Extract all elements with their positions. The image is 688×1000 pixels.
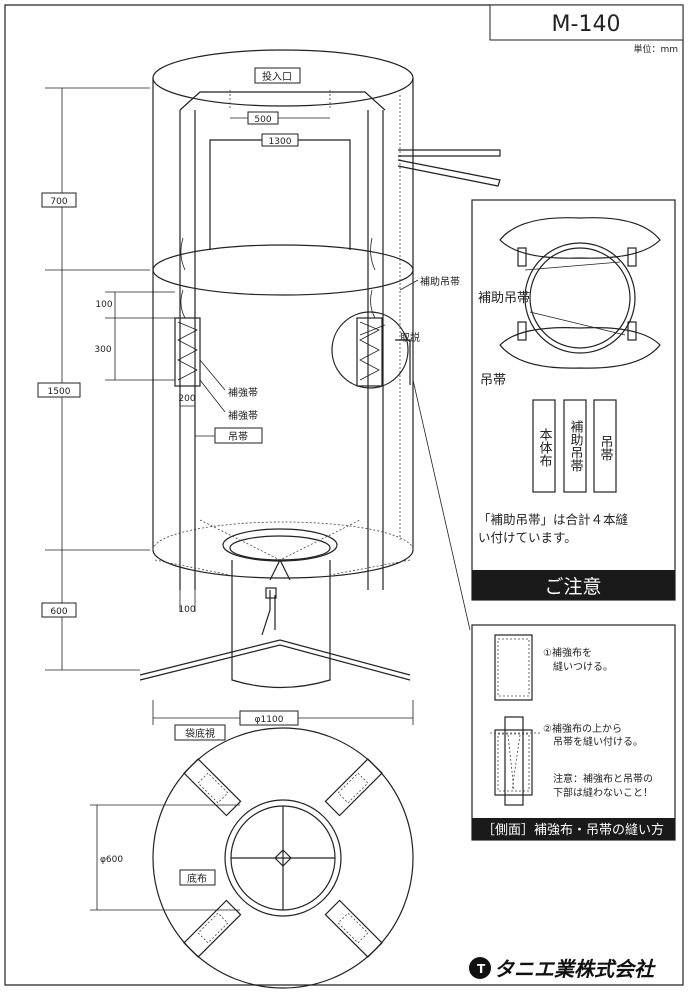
dim-200: 200 [178, 394, 195, 404]
dim-600: 600 [50, 607, 67, 617]
bottom-cloth-label: 底布 [187, 872, 207, 885]
sewing-footer: ［側面］補強布・吊帯の縫い方 [482, 822, 664, 838]
reinforce-label-2: 補強帯 [228, 409, 258, 422]
drawing-frame [4, 4, 684, 986]
manual-label: 取説 [400, 331, 420, 344]
dim-500: 500 [254, 115, 271, 125]
title-box [489, 4, 684, 41]
aux-strap-label: 補助吊帯 [420, 275, 460, 288]
sewing-panel [471, 624, 676, 841]
dim-1500: 1500 [48, 387, 71, 397]
dim-1300: 1300 [269, 137, 292, 147]
notice-panel [471, 199, 676, 601]
unit-label: 単位：mm [633, 43, 678, 55]
svg-text:T: T [477, 962, 486, 976]
caution-line1: 注意：補強布と吊帯の [553, 772, 653, 785]
strap-vertical: 吊帯 [598, 435, 614, 461]
notice-aux-strap-label: 補助吊帯 [478, 291, 530, 306]
dim-100-bottom: 100 [178, 605, 195, 615]
notice-footer: ご注意 [544, 576, 601, 598]
dim-phi1100: φ1100 [255, 715, 284, 725]
model-title: M-140 [552, 12, 621, 37]
caution-line2: 下部は縫わないこと！ [553, 786, 653, 799]
dim-300: 300 [94, 345, 111, 355]
company-name: タニエ業株式会社 [494, 957, 656, 981]
notice-text-2: い付けています。 [478, 530, 577, 545]
bottom-view-label: 袋底視 [185, 727, 215, 740]
dim-700: 700 [50, 197, 67, 207]
step1-line2: 縫いつける。 [553, 660, 613, 673]
company-logo-icon [469, 957, 491, 979]
bag-bottom-view [152, 727, 414, 989]
strap-label: 吊帯 [228, 430, 248, 443]
dim-100-top: 100 [95, 300, 112, 310]
step1-line1: ①補強布を [543, 646, 592, 659]
notice-text-1: 「補助吊帯」は合計４本縫 [478, 512, 629, 527]
aux-strap-vertical: 補助吊帯 [568, 420, 584, 472]
step2-line1: ②補強布の上から [543, 722, 622, 735]
body-cloth-vertical: 本体布 [537, 428, 553, 468]
dim-phi600: φ600 [100, 855, 123, 865]
inlet-label: 投入口 [262, 70, 292, 83]
reinforce-label-1: 補強帯 [228, 386, 258, 399]
notice-strap-label: 吊帯 [480, 373, 506, 388]
bag-side-view [139, 49, 501, 689]
dimension-lines [45, 87, 414, 911]
step2-line2: 吊帯を縫い付ける。 [553, 735, 643, 748]
